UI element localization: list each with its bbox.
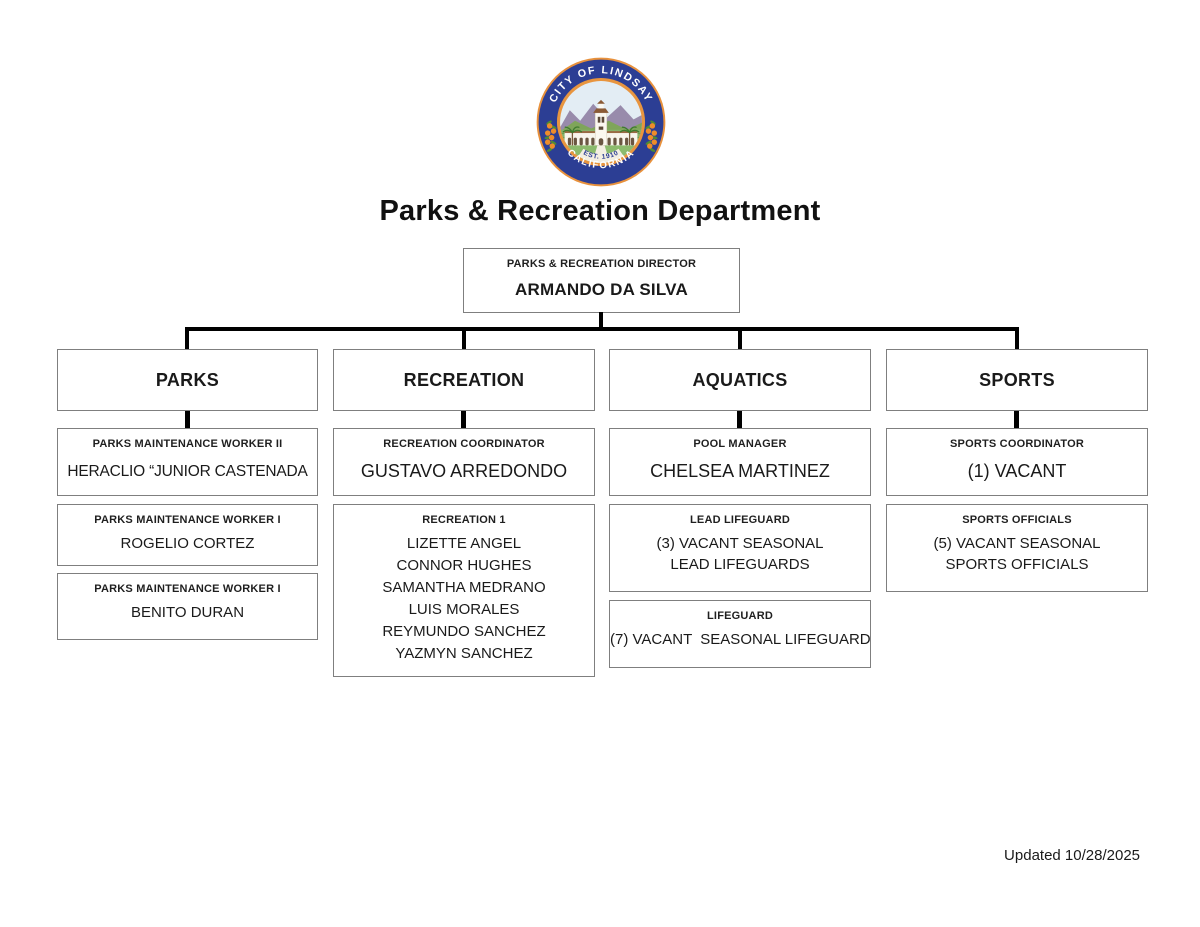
page-title: Parks & Recreation Department (379, 195, 821, 227)
connector-drop-parks (185, 329, 189, 349)
staff-role: PARKS MAINTENANCE WORKER I (94, 583, 281, 595)
connector-sub-sports (1014, 411, 1019, 428)
staff-name: CHELSEA MARTINEZ (650, 461, 830, 481)
connector-drop-recreation (462, 329, 466, 349)
staff-name: (5) VACANT SEASONAL (933, 535, 1101, 552)
staff-name: BENITO DURAN (130, 604, 245, 621)
seal-orange-cluster-left (544, 120, 557, 152)
staff-role: SPORTS COORDINATOR (950, 438, 1084, 450)
staff-box-pool-manager: POOL MANAGER CHELSEA MARTINEZ (609, 428, 871, 496)
branch-label-parks: PARKS (155, 369, 220, 390)
staff-name: LUIS MORALES (408, 601, 520, 618)
staff-name: LEAD LIFEGUARDS (670, 556, 810, 573)
staff-role: POOL MANAGER (693, 438, 787, 450)
city-of-lindsay-seal: EST. 1910 CITY OF LINDSAY CALIFORNIA (536, 57, 666, 187)
connector-drop-aquatics (738, 329, 742, 349)
branch-box-aquatics: AQUATICS (609, 349, 871, 411)
staff-box-parks-worker-1b: PARKS MAINTENANCE WORKER I BENITO DURAN (57, 573, 318, 640)
staff-role: LEAD LIFEGUARD (690, 514, 790, 526)
staff-name: (3) VACANT SEASONAL (656, 535, 824, 552)
staff-name: REYMUNDO SANCHEZ (382, 623, 546, 640)
staff-box-recreation-coordinator: RECREATION COORDINATOR GUSTAVO ARREDONDO (333, 428, 595, 496)
staff-role: PARKS MAINTENANCE WORKER I (94, 514, 281, 526)
staff-name: CONNOR HUGHES (396, 557, 532, 574)
staff-box-parks-worker-2: PARKS MAINTENANCE WORKER II HERACLIO “JU… (57, 428, 318, 496)
branch-box-recreation: RECREATION (333, 349, 595, 411)
staff-name: SAMANTHA MEDRANO (382, 579, 546, 596)
seal-est-text: EST. 1910 (582, 150, 619, 161)
staff-name: LIZETTE ANGEL (406, 535, 522, 552)
staff-name: (7) VACANT SEASONAL LIFEGUARDS (610, 631, 871, 648)
staff-name: HERACLIO “JUNIOR CASTENADA (67, 463, 308, 480)
staff-role: RECREATION COORDINATOR (383, 438, 545, 450)
staff-name: (1) VACANT (967, 461, 1067, 481)
branch-label-sports: SPORTS (979, 369, 1055, 390)
branch-box-sports: SPORTS (886, 349, 1148, 411)
staff-name: ROGELIO CORTEZ (120, 535, 255, 552)
staff-name: YAZMYN SANCHEZ (395, 645, 533, 662)
staff-box-parks-worker-1a: PARKS MAINTENANCE WORKER I ROGELIO CORTE… (57, 504, 318, 566)
director-role-label: PARKS & RECREATION DIRECTOR (506, 258, 697, 270)
staff-box-recreation-1: RECREATION 1 LIZETTE ANGEL CONNOR HUGHES… (333, 504, 595, 677)
updated-date-label: Updated 10/28/2025 (1004, 847, 1140, 864)
staff-role: SPORTS OFFICIALS (962, 514, 1072, 526)
connector-drop-sports (1015, 329, 1019, 349)
connector-sub-recreation (461, 411, 466, 428)
svg-text:EST. 1910: EST. 1910 (582, 150, 620, 161)
staff-box-sports-officials: SPORTS OFFICIALS (5) VACANT SEASONAL SPO… (886, 504, 1148, 592)
staff-role: RECREATION 1 (422, 514, 506, 526)
connector-director-stub (599, 312, 603, 327)
staff-role: LIFEGUARD (707, 610, 773, 622)
staff-role: PARKS MAINTENANCE WORKER II (92, 438, 283, 450)
staff-box-lead-lifeguard: LEAD LIFEGUARD (3) VACANT SEASONAL LEAD … (609, 504, 871, 592)
director-box: PARKS & RECREATION DIRECTOR ARMANDO DA S… (463, 248, 740, 313)
seal-orange-cluster-right (645, 120, 658, 152)
staff-name: SPORTS OFFICIALS (945, 556, 1089, 573)
connector-sub-parks (185, 411, 190, 428)
director-name: ARMANDO DA SILVA (515, 280, 688, 299)
staff-name: GUSTAVO ARREDONDO (360, 461, 568, 481)
staff-box-lifeguard: LIFEGUARD (7) VACANT SEASONAL LIFEGUARDS (609, 600, 871, 668)
branch-box-parks: PARKS (57, 349, 318, 411)
branch-label-recreation: RECREATION (403, 369, 525, 390)
connector-sub-aquatics (737, 411, 742, 428)
staff-box-sports-coordinator: SPORTS COORDINATOR (1) VACANT (886, 428, 1148, 496)
connector-horizontal (185, 327, 1019, 331)
branch-label-aquatics: AQUATICS (692, 369, 788, 390)
